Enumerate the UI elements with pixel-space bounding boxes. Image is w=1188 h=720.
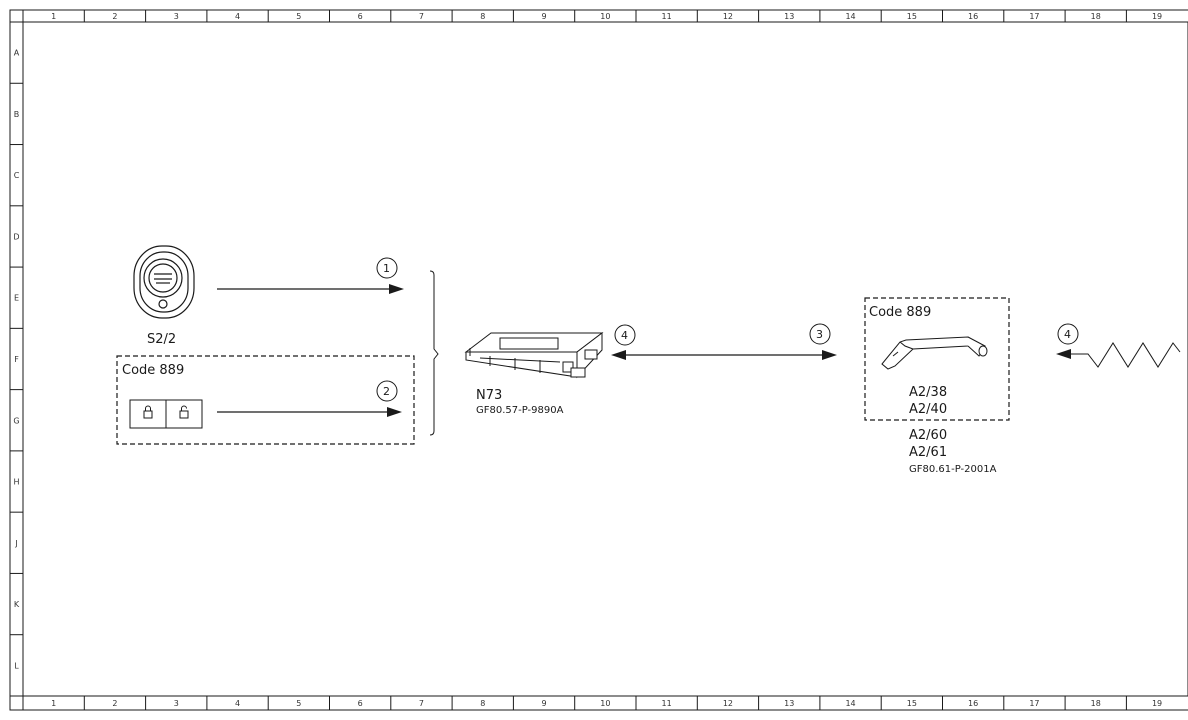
column-label-8: 8 bbox=[480, 12, 485, 21]
column-label-bottom-5: 5 bbox=[296, 699, 301, 708]
handle-reference: GF80.61-P-2001A bbox=[909, 464, 997, 475]
row-label-C: C bbox=[14, 171, 20, 180]
wireless-signal-arrow bbox=[1056, 342, 1181, 368]
handle-label-a2-40: A2/40 bbox=[909, 402, 947, 417]
row-label-L: L bbox=[14, 661, 19, 670]
column-label-10: 10 bbox=[600, 12, 610, 21]
column-label-bottom-1: 1 bbox=[51, 699, 56, 708]
column-label-bottom-10: 10 bbox=[600, 699, 610, 708]
connection-marker-4-right: 4 bbox=[1057, 323, 1079, 345]
column-label-18: 18 bbox=[1091, 12, 1101, 21]
lock-unlock-switch-icon bbox=[129, 399, 203, 429]
ecu-reference: GF80.57-P-9890A bbox=[476, 405, 564, 416]
drawing-frame bbox=[9, 9, 1188, 711]
row-label-D: D bbox=[13, 232, 19, 241]
column-label-bottom-19: 19 bbox=[1152, 699, 1162, 708]
ecu-module-icon bbox=[464, 331, 604, 379]
option-box-right bbox=[864, 297, 1010, 421]
column-label-bottom-18: 18 bbox=[1091, 699, 1101, 708]
column-label-5: 5 bbox=[296, 12, 301, 21]
option-box-left bbox=[116, 355, 415, 445]
option-code-right: Code 889 bbox=[869, 305, 931, 320]
ecu-label: N73 bbox=[476, 388, 502, 403]
column-label-bottom-13: 13 bbox=[784, 699, 794, 708]
key-label: S2/2 bbox=[147, 332, 176, 347]
column-label-bottom-9: 9 bbox=[542, 699, 547, 708]
column-label-bottom-17: 17 bbox=[1029, 699, 1039, 708]
handle-label-a2-61: A2/61 bbox=[909, 445, 947, 460]
svg-text:4: 4 bbox=[621, 329, 628, 342]
handle-label-a2-60: A2/60 bbox=[909, 428, 947, 443]
signal-arrow-1 bbox=[217, 284, 404, 294]
column-label-14: 14 bbox=[845, 12, 855, 21]
column-label-2: 2 bbox=[112, 12, 117, 21]
connection-marker-1: 1 bbox=[376, 257, 398, 279]
column-label-bottom-6: 6 bbox=[358, 699, 363, 708]
row-label-A: A bbox=[14, 49, 20, 58]
column-label-bottom-12: 12 bbox=[723, 699, 733, 708]
key-icon bbox=[133, 245, 195, 319]
column-label-bottom-14: 14 bbox=[845, 699, 855, 708]
column-label-13: 13 bbox=[784, 12, 794, 21]
row-label-G: G bbox=[13, 416, 19, 425]
column-label-4: 4 bbox=[235, 12, 240, 21]
column-label-16: 16 bbox=[968, 12, 978, 21]
column-label-6: 6 bbox=[358, 12, 363, 21]
row-label-K: K bbox=[14, 600, 20, 609]
column-label-19: 19 bbox=[1152, 12, 1162, 21]
connection-marker-4-left: 4 bbox=[614, 324, 636, 346]
column-label-bottom-4: 4 bbox=[235, 699, 240, 708]
column-label-11: 11 bbox=[662, 12, 672, 21]
column-label-bottom-11: 11 bbox=[662, 699, 672, 708]
row-label-B: B bbox=[14, 110, 20, 119]
signal-arrow-2 bbox=[217, 407, 402, 417]
option-code-left: Code 889 bbox=[122, 363, 184, 378]
column-label-bottom-7: 7 bbox=[419, 699, 424, 708]
column-label-7: 7 bbox=[419, 12, 424, 21]
row-label-F: F bbox=[14, 355, 19, 364]
svg-text:2: 2 bbox=[383, 385, 390, 398]
connection-marker-2: 2 bbox=[376, 380, 398, 402]
bidirectional-bus-arrow bbox=[611, 350, 837, 360]
column-label-3: 3 bbox=[174, 12, 179, 21]
connection-marker-3: 3 bbox=[809, 323, 831, 345]
row-ruler-left: A B C D E F G H J K L bbox=[10, 49, 23, 670]
column-label-12: 12 bbox=[723, 12, 733, 21]
column-label-bottom-15: 15 bbox=[907, 699, 917, 708]
door-handle-icon bbox=[881, 336, 988, 370]
column-label-bottom-8: 8 bbox=[480, 699, 485, 708]
column-label-1: 1 bbox=[51, 12, 56, 21]
column-label-17: 17 bbox=[1029, 12, 1039, 21]
column-label-15: 15 bbox=[907, 12, 917, 21]
handle-label-a2-38: A2/38 bbox=[909, 385, 947, 400]
row-label-J: J bbox=[14, 539, 17, 548]
svg-text:3: 3 bbox=[816, 328, 823, 341]
row-label-H: H bbox=[13, 478, 19, 487]
column-label-9: 9 bbox=[542, 12, 547, 21]
svg-text:4: 4 bbox=[1064, 328, 1071, 341]
grouping-brace bbox=[429, 270, 439, 436]
column-label-bottom-16: 16 bbox=[968, 699, 978, 708]
svg-text:1: 1 bbox=[383, 262, 390, 275]
column-label-bottom-3: 3 bbox=[174, 699, 179, 708]
column-label-bottom-2: 2 bbox=[112, 699, 117, 708]
row-label-E: E bbox=[14, 294, 19, 303]
